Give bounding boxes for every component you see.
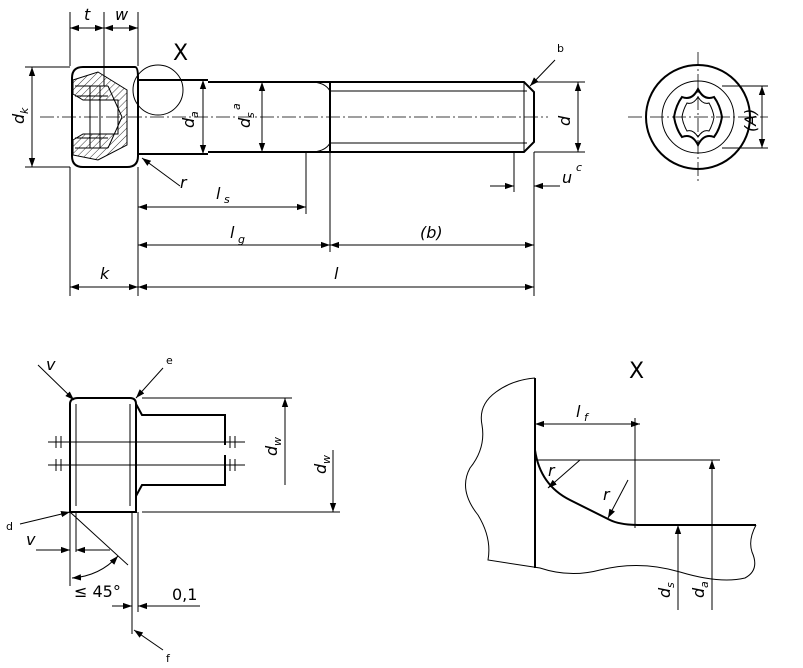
svg-text:w: w [271, 437, 284, 446]
label-angle: ≤ 45° [74, 582, 121, 601]
note-d: d [6, 520, 13, 533]
label-da-detail: d a [689, 581, 711, 598]
label-lg-sub: g [238, 233, 245, 246]
label-dk: d k [9, 107, 31, 124]
svg-text:d: d [689, 587, 708, 598]
label-ls-sub: s [224, 193, 230, 206]
angle-arc [71, 555, 119, 581]
label-b-length: (b) [420, 223, 443, 242]
svg-text:a: a [230, 103, 243, 110]
socket-recess [75, 85, 123, 149]
detail-x-title: X [629, 359, 644, 384]
label-r: r [180, 173, 188, 192]
screw-side-view: X t w d k d a d s a d [9, 5, 585, 296]
label-d: d [555, 115, 574, 126]
detail-x-label: X [173, 41, 188, 66]
note-f: f [166, 652, 171, 665]
label-r1: r [548, 461, 556, 480]
leader-r1 [547, 459, 581, 489]
socket-inner [681, 96, 715, 138]
label-ls: l [216, 184, 221, 203]
label-k: k [100, 264, 110, 283]
detail-shank [135, 403, 226, 497]
break-marks [55, 436, 236, 471]
angle-line [69, 511, 129, 566]
svg-text:s: s [664, 582, 677, 588]
leader-d-note [19, 511, 71, 525]
detail-x-view: X l f r r d s d a [465, 359, 757, 610]
label-da: d a [179, 111, 201, 128]
svg-text:d: d [655, 587, 674, 598]
label-u: u [562, 168, 572, 187]
label-r2: r [603, 485, 611, 504]
underhead-detail: d w d w v e d v ≤ 45° 0,1 f [6, 354, 340, 665]
thread-minor [330, 82, 527, 152]
svg-text:d: d [179, 117, 198, 128]
note-b: b [557, 42, 564, 55]
leader-v-top [37, 364, 75, 401]
label-tolerance: 0,1 [172, 585, 197, 604]
detail-x-circle [132, 64, 184, 116]
screw-head [71, 66, 139, 168]
label-ds: d s a [230, 103, 257, 128]
svg-text:d: d [9, 113, 28, 124]
head-outer-circle [645, 64, 751, 170]
svg-text:d: d [235, 117, 254, 128]
label-lf-sub: f [584, 411, 590, 424]
label-dw2: d w [311, 455, 333, 474]
hexalobular-socket [672, 86, 724, 148]
svg-text:k: k [18, 107, 31, 114]
label-l: l [334, 264, 339, 283]
svg-text:a: a [698, 581, 711, 588]
shank [208, 81, 330, 153]
label-lf: l [576, 402, 581, 421]
svg-text:w: w [320, 455, 333, 464]
label-t: t [84, 5, 91, 24]
svg-text:s: s [244, 112, 257, 118]
note-e: e [166, 354, 173, 367]
leader-r2 [607, 479, 629, 519]
leader-b [529, 59, 556, 87]
detail-fillet [534, 449, 756, 526]
head-inner-circle [661, 80, 735, 154]
detail-break-outline [465, 377, 757, 581]
label-v-bottom: v [26, 530, 36, 549]
label-dw1: d w [262, 437, 284, 456]
label-v-top: v [46, 355, 56, 374]
svg-text:d: d [262, 445, 281, 456]
leader-r [141, 157, 181, 187]
label-A: (A) [741, 109, 760, 132]
svg-text:d: d [311, 463, 330, 474]
label-u-sup: c [576, 161, 582, 174]
label-lg: l [230, 223, 235, 242]
screw-end-view: (A) [628, 52, 768, 182]
leader-e [135, 367, 164, 399]
detail-head [69, 397, 137, 513]
leader-f [133, 629, 164, 651]
label-ds-detail: d s [655, 582, 677, 598]
label-w: w [115, 5, 129, 24]
svg-text:a: a [188, 111, 201, 118]
